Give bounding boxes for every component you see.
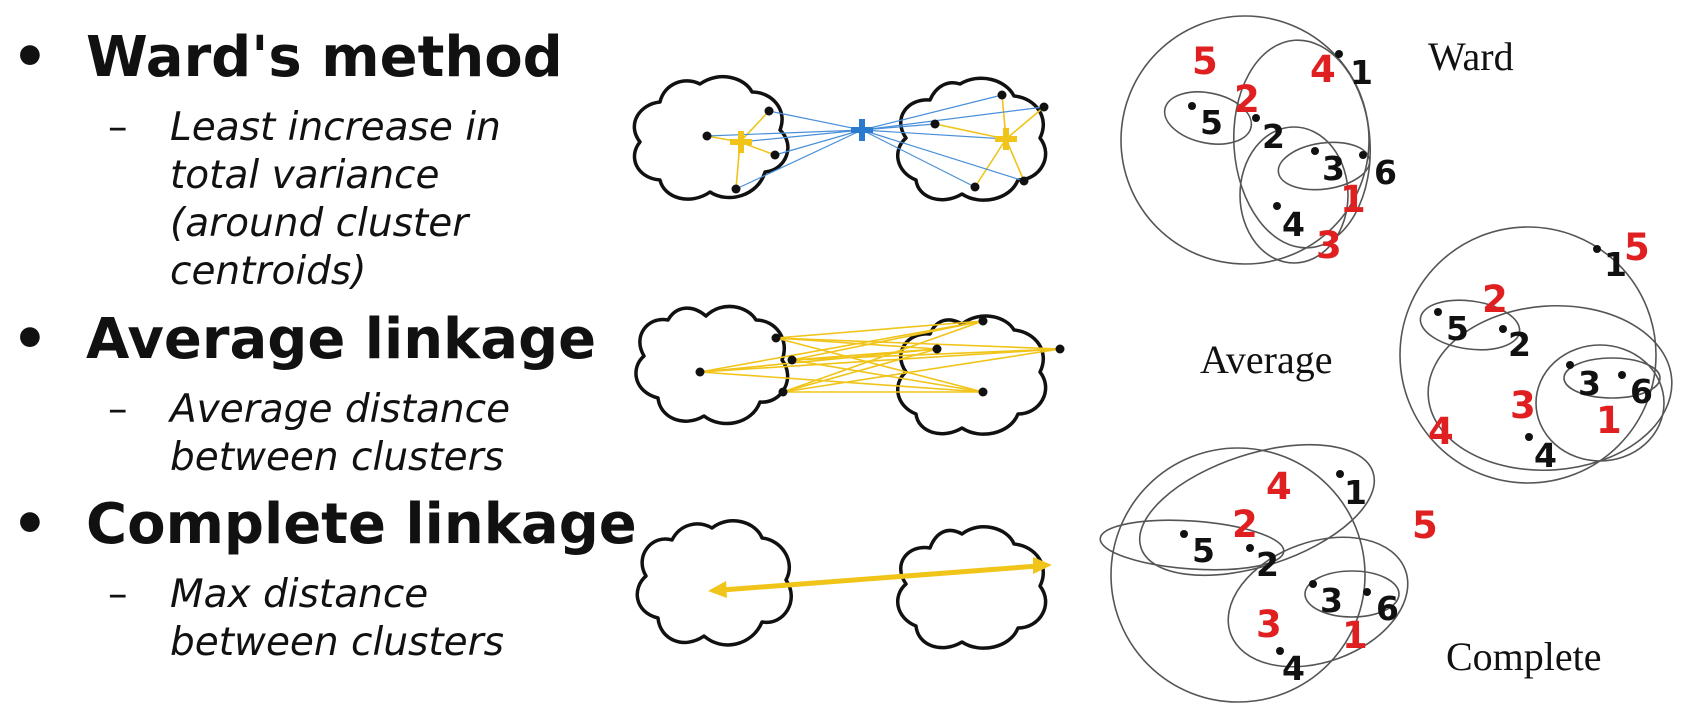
merged-centroid-links [706,94,1045,190]
point-label-3: 3 [1320,581,1343,620]
average-venn: 1 2 3 4 5 6 1 2 3 4 5 Average [1200,226,1673,484]
bullet-title-complete: Complete linkage [86,492,637,557]
sub-line: total variance [170,153,439,198]
point-label-4: 4 [1534,436,1557,475]
point-label-1: 1 [1350,53,1373,92]
diagram-title-complete: Complete [1446,634,1602,679]
point-label-5: 5 [1446,309,1469,348]
merge-order-2: 2 [1482,278,1508,321]
sub-line: Average distance [167,387,510,432]
sub-line: centroids) [170,249,366,294]
cluster-blob [635,519,793,647]
merge-order-4: 4 [1310,48,1336,91]
sub-line: Least increase in [170,105,501,150]
sub-dash: – [108,387,128,432]
merged-centroid-icon [851,119,873,141]
merge-order-1: 1 [1596,399,1622,442]
cluster-blob [895,525,1048,650]
data-points [1180,470,1371,655]
sub-line: between clusters [170,435,504,480]
merge-order-5: 5 [1624,226,1650,269]
sub-line: Max distance [170,572,428,617]
point-label-1: 1 [1344,473,1367,512]
cluster-points [702,90,1049,194]
complete-venn: 1 2 3 4 5 6 1 2 3 4 5 Complete [1099,443,1602,703]
data-points [1188,50,1367,210]
ward-illustration [632,74,1049,202]
point-label-5: 5 [1192,531,1215,570]
point-label-2: 2 [1262,117,1285,156]
cluster-blob [895,314,1048,436]
sub-line: between clusters [170,620,504,665]
max-distance-arrow [708,557,1052,598]
bullet-dot: • [12,25,48,90]
merge-order-3: 3 [1316,224,1342,267]
merge-order-5: 5 [1192,40,1218,83]
point-label-6: 6 [1374,153,1397,192]
merge-order-4: 4 [1266,465,1292,508]
sub-line: (around cluster [170,201,471,246]
merge-order-2: 2 [1234,78,1260,121]
sub-dash: – [108,105,128,150]
merge-order-5: 5 [1412,504,1438,547]
cluster-blob [634,304,790,426]
merge-order-1: 1 [1342,614,1368,657]
diagram-title-ward: Ward [1428,34,1514,79]
bullet-list: • Ward's method – Least increase in tota… [12,25,637,665]
merge-order-3: 3 [1256,603,1282,646]
point-label-3: 3 [1578,364,1601,403]
cluster-blob [632,74,790,201]
bullet-dot: • [12,492,48,557]
point-label-4: 4 [1282,649,1305,688]
merge-order-2: 2 [1232,503,1258,546]
average-illustration [634,304,1065,436]
point-label-1: 1 [1604,245,1627,284]
point-label-6: 6 [1630,372,1653,411]
merge-order-3: 3 [1510,384,1536,427]
bullet-title-average: Average linkage [86,307,596,372]
point-label-6: 6 [1376,589,1399,628]
diagram-title-average: Average [1200,337,1333,382]
merge-order-4: 4 [1428,410,1454,453]
cluster-blob [895,76,1048,202]
point-label-2: 2 [1256,545,1279,584]
cluster-points [695,316,1065,397]
point-label-3: 3 [1322,149,1345,188]
cluster-centroid-icon [730,128,1017,153]
complete-illustration [635,519,1052,650]
data-points [1434,245,1626,441]
bullet-dot: • [12,307,48,372]
sub-dash: – [108,572,128,617]
pairwise-links [699,320,1061,393]
point-label-5: 5 [1200,103,1223,142]
point-label-4: 4 [1282,205,1305,244]
ward-venn: 1 2 3 4 5 6 1 2 3 4 5 Ward [1120,15,1514,267]
merge-order-1: 1 [1340,178,1366,221]
point-label-2: 2 [1508,325,1531,364]
bullet-title-ward: Ward's method [86,25,563,90]
